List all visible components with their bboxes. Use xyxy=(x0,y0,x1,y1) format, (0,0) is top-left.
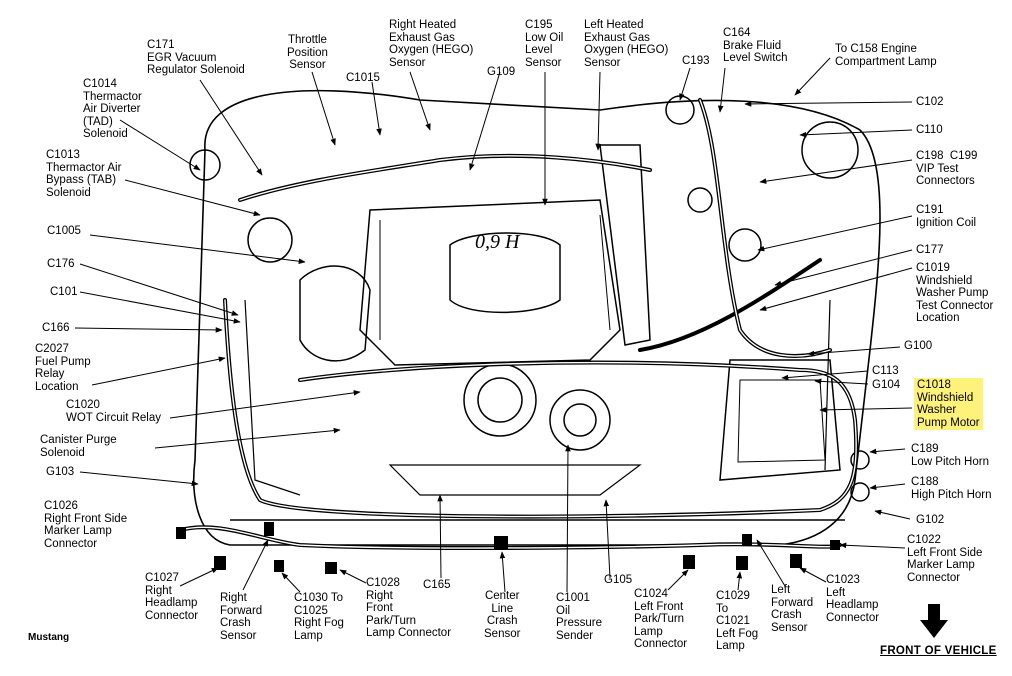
label-c1024: C1024 Left Front Park/Turn Lamp Connecto… xyxy=(634,588,688,651)
label-c171: C171 EGR Vacuum Regulator Solenoid xyxy=(147,39,245,77)
label-c1001: C1001 Oil Pressure Sender xyxy=(556,592,603,642)
label-left-hego-sensor: Left Heated Exhaust Gas Oxygen (HEGO) Se… xyxy=(584,19,669,69)
label-center-line-crash-sensor: Center Line Crash Sensor xyxy=(484,590,521,640)
engine-block: 0,9 H xyxy=(189,95,870,502)
label-c195: C195 Low Oil Level Sensor xyxy=(525,19,564,69)
label-canister-purge-solenoid: Canister Purge Solenoid xyxy=(40,434,117,459)
label-c1022: C1022 Left Front Side Marker Lamp Connec… xyxy=(907,534,983,584)
front-arrow-icon xyxy=(920,604,948,638)
label-c166: C166 xyxy=(42,322,70,334)
label-g103: G103 xyxy=(46,466,75,478)
label-c1026: C1026 Right Front Side Marker Lamp Conne… xyxy=(44,500,128,550)
leader-lines xyxy=(74,57,913,593)
label-left-forward-crash-sensor: Left Forward Crash Sensor xyxy=(771,584,814,634)
label-c164: C164 Brake Fluid Level Switch xyxy=(723,27,788,65)
label-c110: C110 xyxy=(916,124,943,136)
label-c198-c199: C198 C199 VIP Test Connectors xyxy=(916,150,978,188)
wiring-harness xyxy=(178,98,859,551)
label-c176: C176 xyxy=(47,258,75,270)
label-c1023: C1023 Left Headlamp Connector xyxy=(826,574,880,624)
label-c1029: C1029 To C1021 Left Fog Lamp xyxy=(716,590,759,653)
label-g109: G109 xyxy=(487,66,516,78)
front-of-vehicle-label: FRONT OF VEHICLE xyxy=(880,645,997,657)
label-g105: G105 xyxy=(604,574,633,586)
label-right-hego-sensor: Right Heated Exhaust Gas Oxygen (HEGO) S… xyxy=(389,19,474,69)
label-c102: C102 xyxy=(916,96,944,108)
label-g100: G100 xyxy=(904,340,933,352)
label-right-forward-crash-sensor: Right Forward Crash Sensor xyxy=(220,592,263,642)
label-c158: To C158 Engine Compartment Lamp xyxy=(835,43,937,68)
engine-compartment-outline xyxy=(192,89,881,546)
label-c1020: C1020 WOT Circuit Relay xyxy=(66,399,161,424)
label-c193: C193 xyxy=(682,55,710,67)
label-c1019: C1019 Windshield Washer Pump Test Connec… xyxy=(916,262,994,325)
label-c113: C113 xyxy=(872,365,899,377)
model-label: Mustang xyxy=(28,632,70,643)
label-c2027: C2027 Fuel Pump Relay Location xyxy=(35,343,91,393)
bottom-connectors xyxy=(176,522,840,574)
label-c1018-highlighted: C1018 Windshield Washer Pump Motor xyxy=(914,378,983,431)
label-c1028: C1028 Right Front Park/Turn Lamp Connect… xyxy=(366,577,452,640)
label-c1030: C1030 To C1025 Right Fog Lamp xyxy=(294,592,344,642)
svg-text:0,9 H: 0,9 H xyxy=(475,231,521,253)
label-c177: C177 xyxy=(916,244,944,256)
label-g102: G102 xyxy=(916,514,945,526)
label-c191: C191 Ignition Coil xyxy=(916,204,977,229)
wiring-harness-inner xyxy=(179,99,857,549)
label-c165: C165 xyxy=(423,579,451,591)
label-c1013: C1013 Thermactor Air Bypass (TAB) Soleno… xyxy=(46,149,122,199)
label-c1027: C1027 Right Headlamp Connector xyxy=(145,572,199,622)
label-c1015: C1015 xyxy=(346,72,380,84)
label-c1005: C1005 xyxy=(47,225,81,237)
label-c188: C188 High Pitch Horn xyxy=(911,476,992,501)
label-c189: C189 Low Pitch Horn xyxy=(911,443,989,468)
label-c1014: C1014 Thermactor Air Diverter (TAD) Sole… xyxy=(83,78,142,141)
label-c101: C101 xyxy=(50,286,78,298)
label-throttle-position-sensor: Throttle Position Sensor xyxy=(287,34,328,72)
label-g104: G104 xyxy=(872,379,901,391)
